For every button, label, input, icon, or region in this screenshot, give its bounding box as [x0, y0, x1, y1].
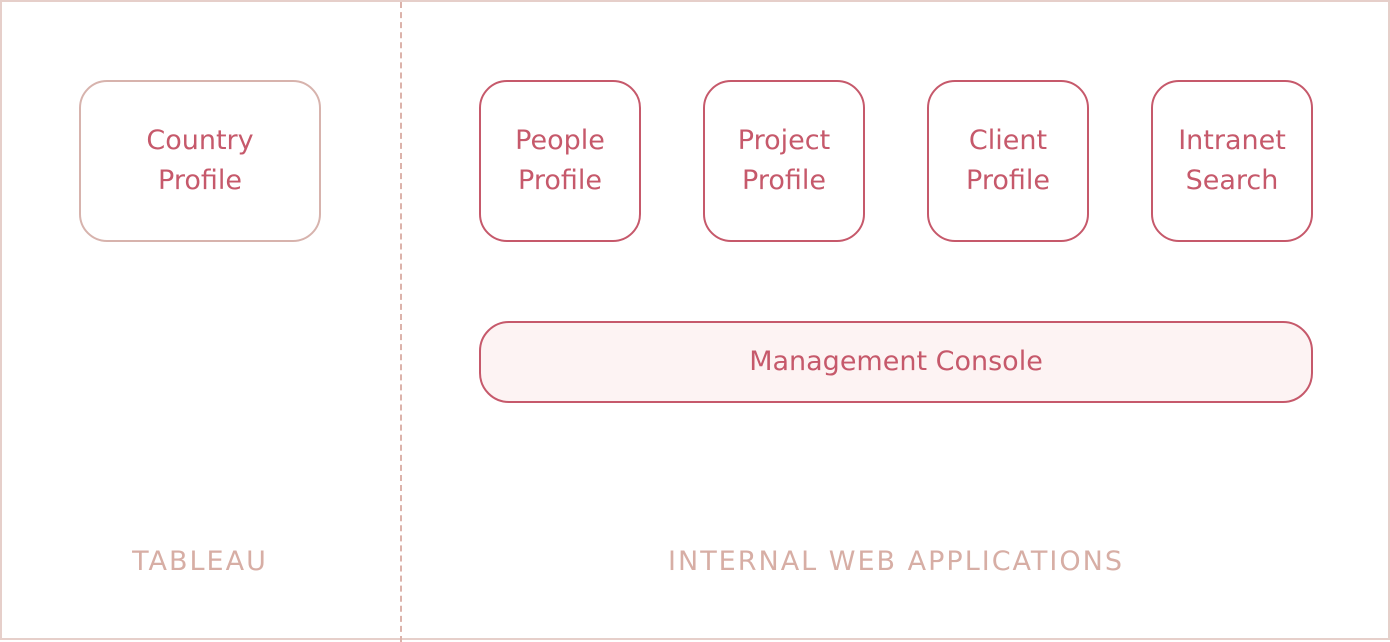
app-label-line1: Country	[146, 125, 254, 156]
section-label-tableau: TABLEAU	[132, 546, 268, 577]
app-people-profile: People Profile	[479, 80, 641, 242]
app-label-line2: Search	[1185, 165, 1279, 196]
app-label-line2: Profile	[158, 165, 242, 196]
section-label-internal-web-apps: INTERNAL WEB APPLICATIONS	[668, 546, 1124, 577]
section-divider	[400, 2, 402, 642]
app-label-line1: Project	[737, 125, 831, 156]
app-label-line1: People	[515, 125, 605, 156]
app-label-line1: Intranet	[1178, 125, 1286, 156]
app-project-profile: Project Profile	[703, 80, 865, 242]
app-intranet-search: Intranet Search	[1151, 80, 1313, 242]
app-client-profile: Client Profile	[927, 80, 1089, 242]
management-console-label: Management Console	[749, 346, 1043, 377]
app-label-line1: Client	[968, 125, 1048, 156]
management-console: Management Console	[479, 321, 1313, 403]
app-label-line2: Profile	[742, 165, 826, 196]
app-label-line2: Profile	[966, 165, 1050, 196]
app-label-line2: Profile	[518, 165, 602, 196]
app-country-profile: Country Profile	[79, 80, 321, 242]
